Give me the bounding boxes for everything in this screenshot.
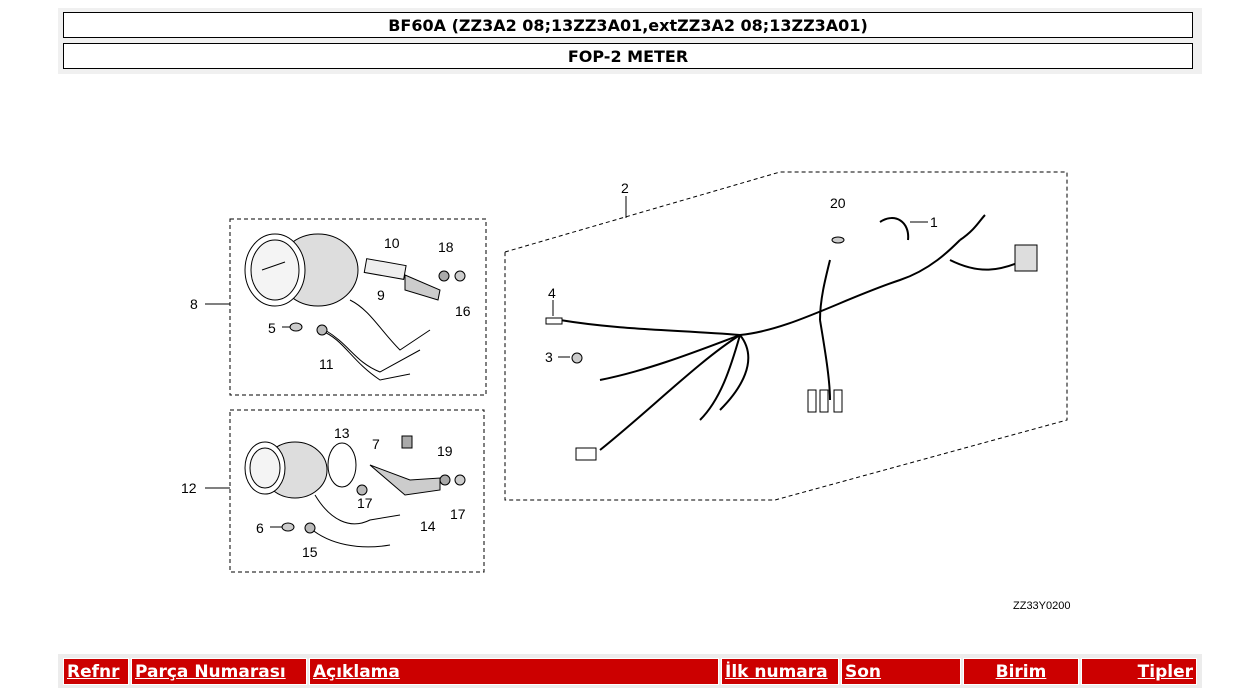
header-panel: BF60A (ZZ3A2 08;13ZZ3A01,extZZ3A2 08;13Z… (58, 8, 1202, 74)
callout-7: 7 (372, 436, 380, 452)
part-3-drawing (571, 352, 583, 364)
part-4-drawing (545, 317, 563, 325)
callout-18: 18 (438, 239, 454, 255)
group-8-frame (229, 218, 487, 396)
wire-harness-drawing (559, 214, 1038, 461)
model-title: BF60A (ZZ3A2 08;13ZZ3A01,extZZ3A2 08;13Z… (63, 12, 1193, 38)
callout-4: 4 (548, 285, 556, 301)
callout-16: 16 (455, 303, 471, 319)
tachometer-drawing (244, 233, 466, 381)
column-part-number[interactable]: Parça Numarası (131, 658, 307, 685)
column-unit[interactable]: Birim (963, 658, 1079, 685)
callout-10: 10 (384, 235, 400, 251)
diagram-code: ZZ33Y0200 (1013, 600, 1070, 612)
group-12-frame (229, 409, 485, 573)
callout-5: 5 (268, 320, 276, 336)
callout-2: 2 (621, 180, 629, 196)
callout-12: 12 (181, 480, 197, 496)
group-2-frame (504, 171, 1068, 501)
section-title: FOP-2 METER (63, 43, 1193, 69)
column-first-number[interactable]: İlk numara (721, 658, 839, 685)
part-20-drawing (831, 236, 845, 244)
callout-17b: 17 (450, 506, 466, 522)
callout-1: 1 (930, 214, 938, 230)
column-types[interactable]: Tipler (1081, 658, 1197, 685)
column-last[interactable]: Son (841, 658, 961, 685)
callout-6: 6 (256, 520, 264, 536)
callout-13: 13 (334, 425, 350, 441)
trim-meter-drawing (244, 435, 466, 548)
callout-labels: 8 12 2 20 1 4 3 10 18 9 16 5 11 13 7 19 … (181, 180, 938, 560)
clamp-drawing (879, 217, 910, 241)
callout-3: 3 (545, 349, 553, 365)
callout-9: 9 (377, 287, 385, 303)
callout-17a: 17 (357, 495, 373, 511)
callout-14: 14 (420, 518, 436, 534)
callout-20: 20 (830, 195, 846, 211)
column-description[interactable]: Açıklama (309, 658, 719, 685)
callout-8: 8 (190, 296, 198, 312)
parts-diagram: 8 12 2 20 1 4 3 10 18 9 16 5 11 13 7 19 … (181, 171, 1070, 612)
callout-19: 19 (437, 443, 453, 459)
callout-11: 11 (319, 356, 334, 372)
leader-lines (205, 196, 928, 528)
callout-15: 15 (302, 544, 318, 560)
column-refnr[interactable]: Refnr (63, 658, 129, 685)
parts-table-header: Refnr Parça Numarası Açıklama İlk numara… (58, 654, 1202, 688)
